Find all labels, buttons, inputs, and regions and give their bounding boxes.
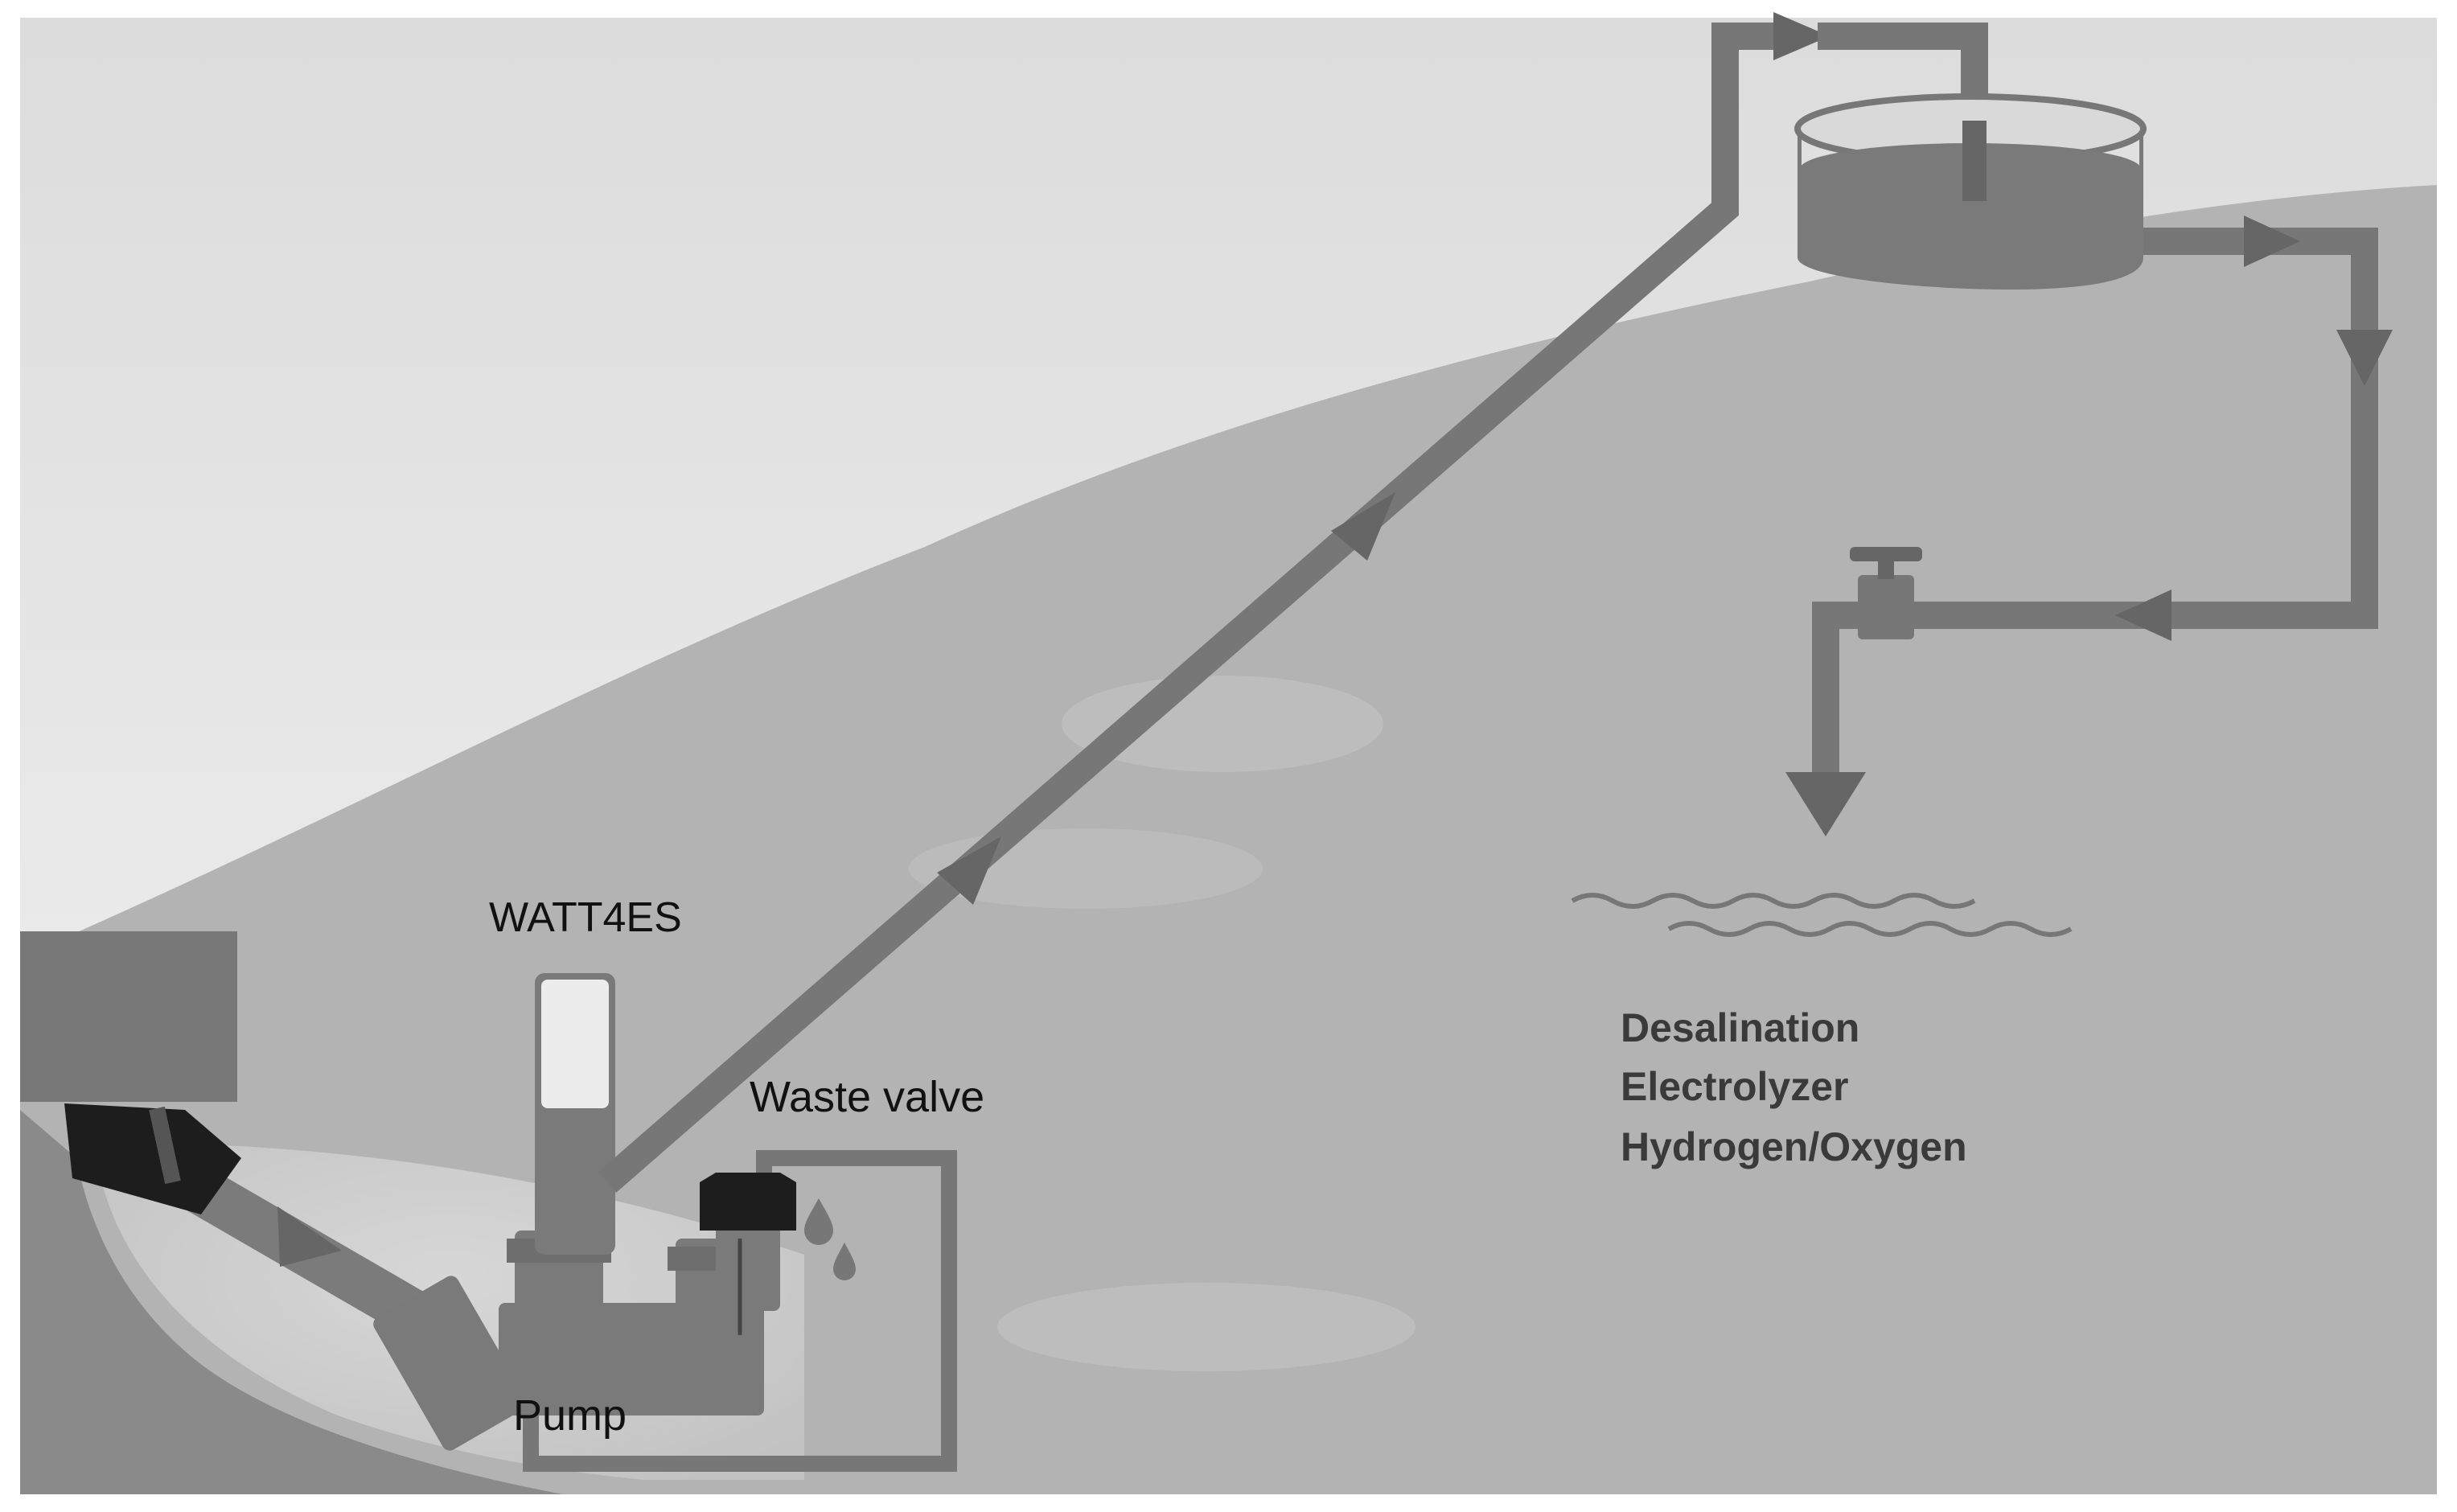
delivery-pipe — [598, 23, 1777, 1193]
tap-body — [1858, 575, 1914, 639]
air-chamber-air — [541, 980, 609, 1108]
water-wave-2 — [1667, 921, 2073, 937]
delivery-arrow-top — [1773, 12, 1830, 60]
drive-pipe-arrow — [277, 1206, 342, 1267]
use-label-desalination: Desalination — [1621, 1005, 1859, 1050]
water-wave-1 — [1571, 893, 1976, 909]
pump-inlet-flange — [373, 1276, 528, 1451]
pool-basin — [20, 1110, 563, 1494]
delivery-arrow-2 — [1331, 492, 1395, 561]
water-drop-2 — [833, 1243, 856, 1280]
hill-highlight — [997, 1283, 1415, 1371]
source-reservoir — [20, 931, 237, 1102]
downpipe — [1812, 602, 1866, 780]
outlet-arrow-left — [2115, 590, 2171, 641]
outlet-arrow-down — [2336, 330, 2393, 386]
delivery-arrow-1 — [937, 836, 1001, 905]
use-label-hydrogen-oxygen: Hydrogen/Oxygen — [1621, 1124, 1967, 1169]
downpipe-arrow — [1785, 772, 1866, 836]
waste-valve-cap — [700, 1173, 796, 1231]
watt4es-label: WATT4ES — [489, 894, 682, 941]
waste-valve-body — [716, 1222, 780, 1311]
intake-cap — [64, 1103, 241, 1214]
use-label-electrolyzer: Electrolyzer — [1621, 1064, 1848, 1109]
water-drop-1 — [804, 1198, 833, 1245]
outlet-arrow-right — [2244, 216, 2300, 267]
pump-label: Pump — [513, 1391, 627, 1440]
intake-ring — [149, 1106, 181, 1185]
tap-handle — [1850, 547, 1922, 561]
waste-valve-label: Waste valve — [750, 1073, 984, 1121]
